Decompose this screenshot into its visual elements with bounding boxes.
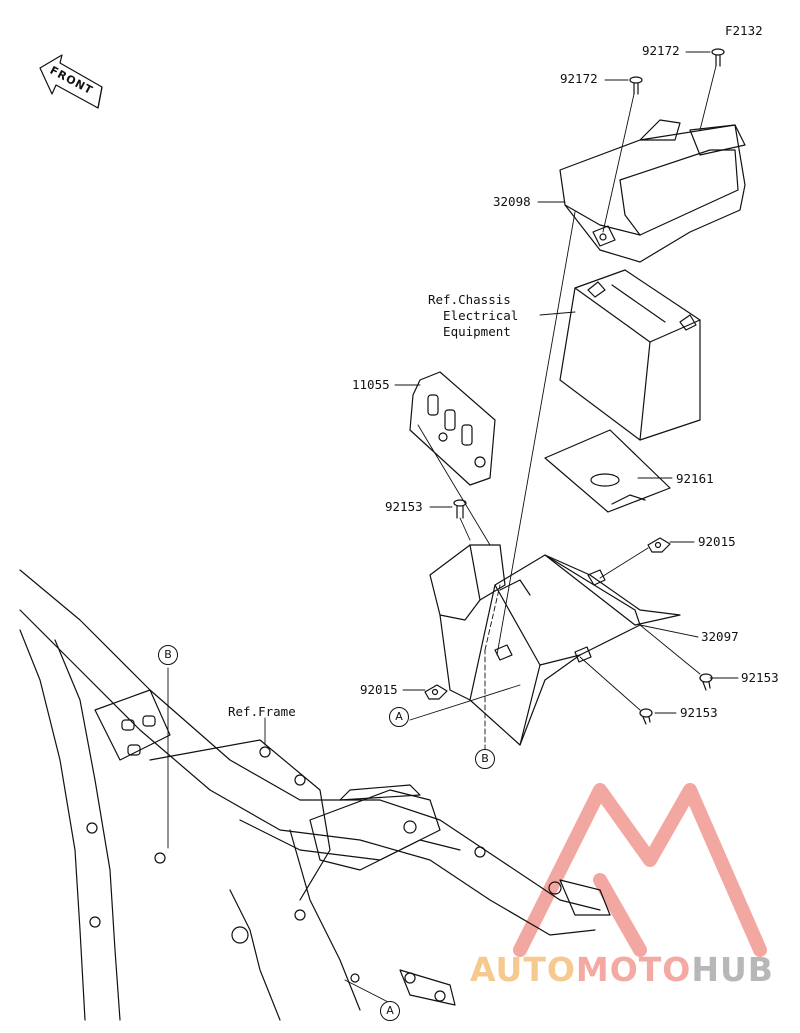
bolt-92172-top	[711, 48, 725, 67]
part-label-11055: 11055	[352, 377, 390, 392]
watermark-moto: MOTO	[575, 950, 692, 989]
part-label-92015-left: 92015	[360, 682, 398, 697]
ref-frame-label: Ref.Frame	[228, 704, 296, 719]
part-label-92172-mid: 92172	[560, 71, 598, 86]
part-label-92161: 92161	[676, 471, 714, 486]
bolt-92153-bottom	[639, 708, 653, 725]
front-arrow-icon	[39, 54, 103, 109]
nut-92015-right	[647, 537, 671, 553]
battery	[559, 269, 701, 441]
dashed-leader	[484, 584, 501, 751]
part-label-92015-right: 92015	[698, 534, 736, 549]
part-label-92153-top: 92153	[385, 499, 423, 514]
part-label-92172-top: 92172	[642, 43, 680, 58]
callout-a-left: A	[389, 707, 409, 727]
callout-b-bottom: B	[475, 749, 495, 769]
battery-cover-32098	[559, 119, 746, 263]
part-label-92153-bottom: 92153	[680, 705, 718, 720]
bracket-plate-11055	[409, 371, 496, 486]
bolt-92153-right	[699, 673, 713, 691]
figure-code: F2132	[725, 23, 763, 38]
watermark-text: AUTOMOTOHUB	[470, 950, 774, 989]
part-label-32098: 32098	[493, 194, 531, 209]
bolt-92153-top	[453, 499, 467, 519]
part-label-32097: 32097	[701, 629, 739, 644]
watermark-auto: AUTO	[470, 950, 576, 989]
watermark-logo	[513, 783, 767, 957]
part-label-92153-right: 92153	[741, 670, 779, 685]
motorcycle-frame	[19, 569, 611, 1021]
pad-92161	[544, 429, 671, 513]
nut-92015-left	[424, 684, 448, 700]
watermark-hub: HUB	[691, 950, 774, 989]
bolt-92172-mid	[629, 76, 643, 95]
battery-case-32097	[429, 544, 681, 746]
leader-lines	[167, 51, 739, 1004]
callout-b-frame: B	[158, 645, 178, 665]
callout-a-frame: A	[380, 1001, 400, 1021]
ref-chassis-label: Ref.Chassis Electrical Equipment	[428, 292, 519, 339]
